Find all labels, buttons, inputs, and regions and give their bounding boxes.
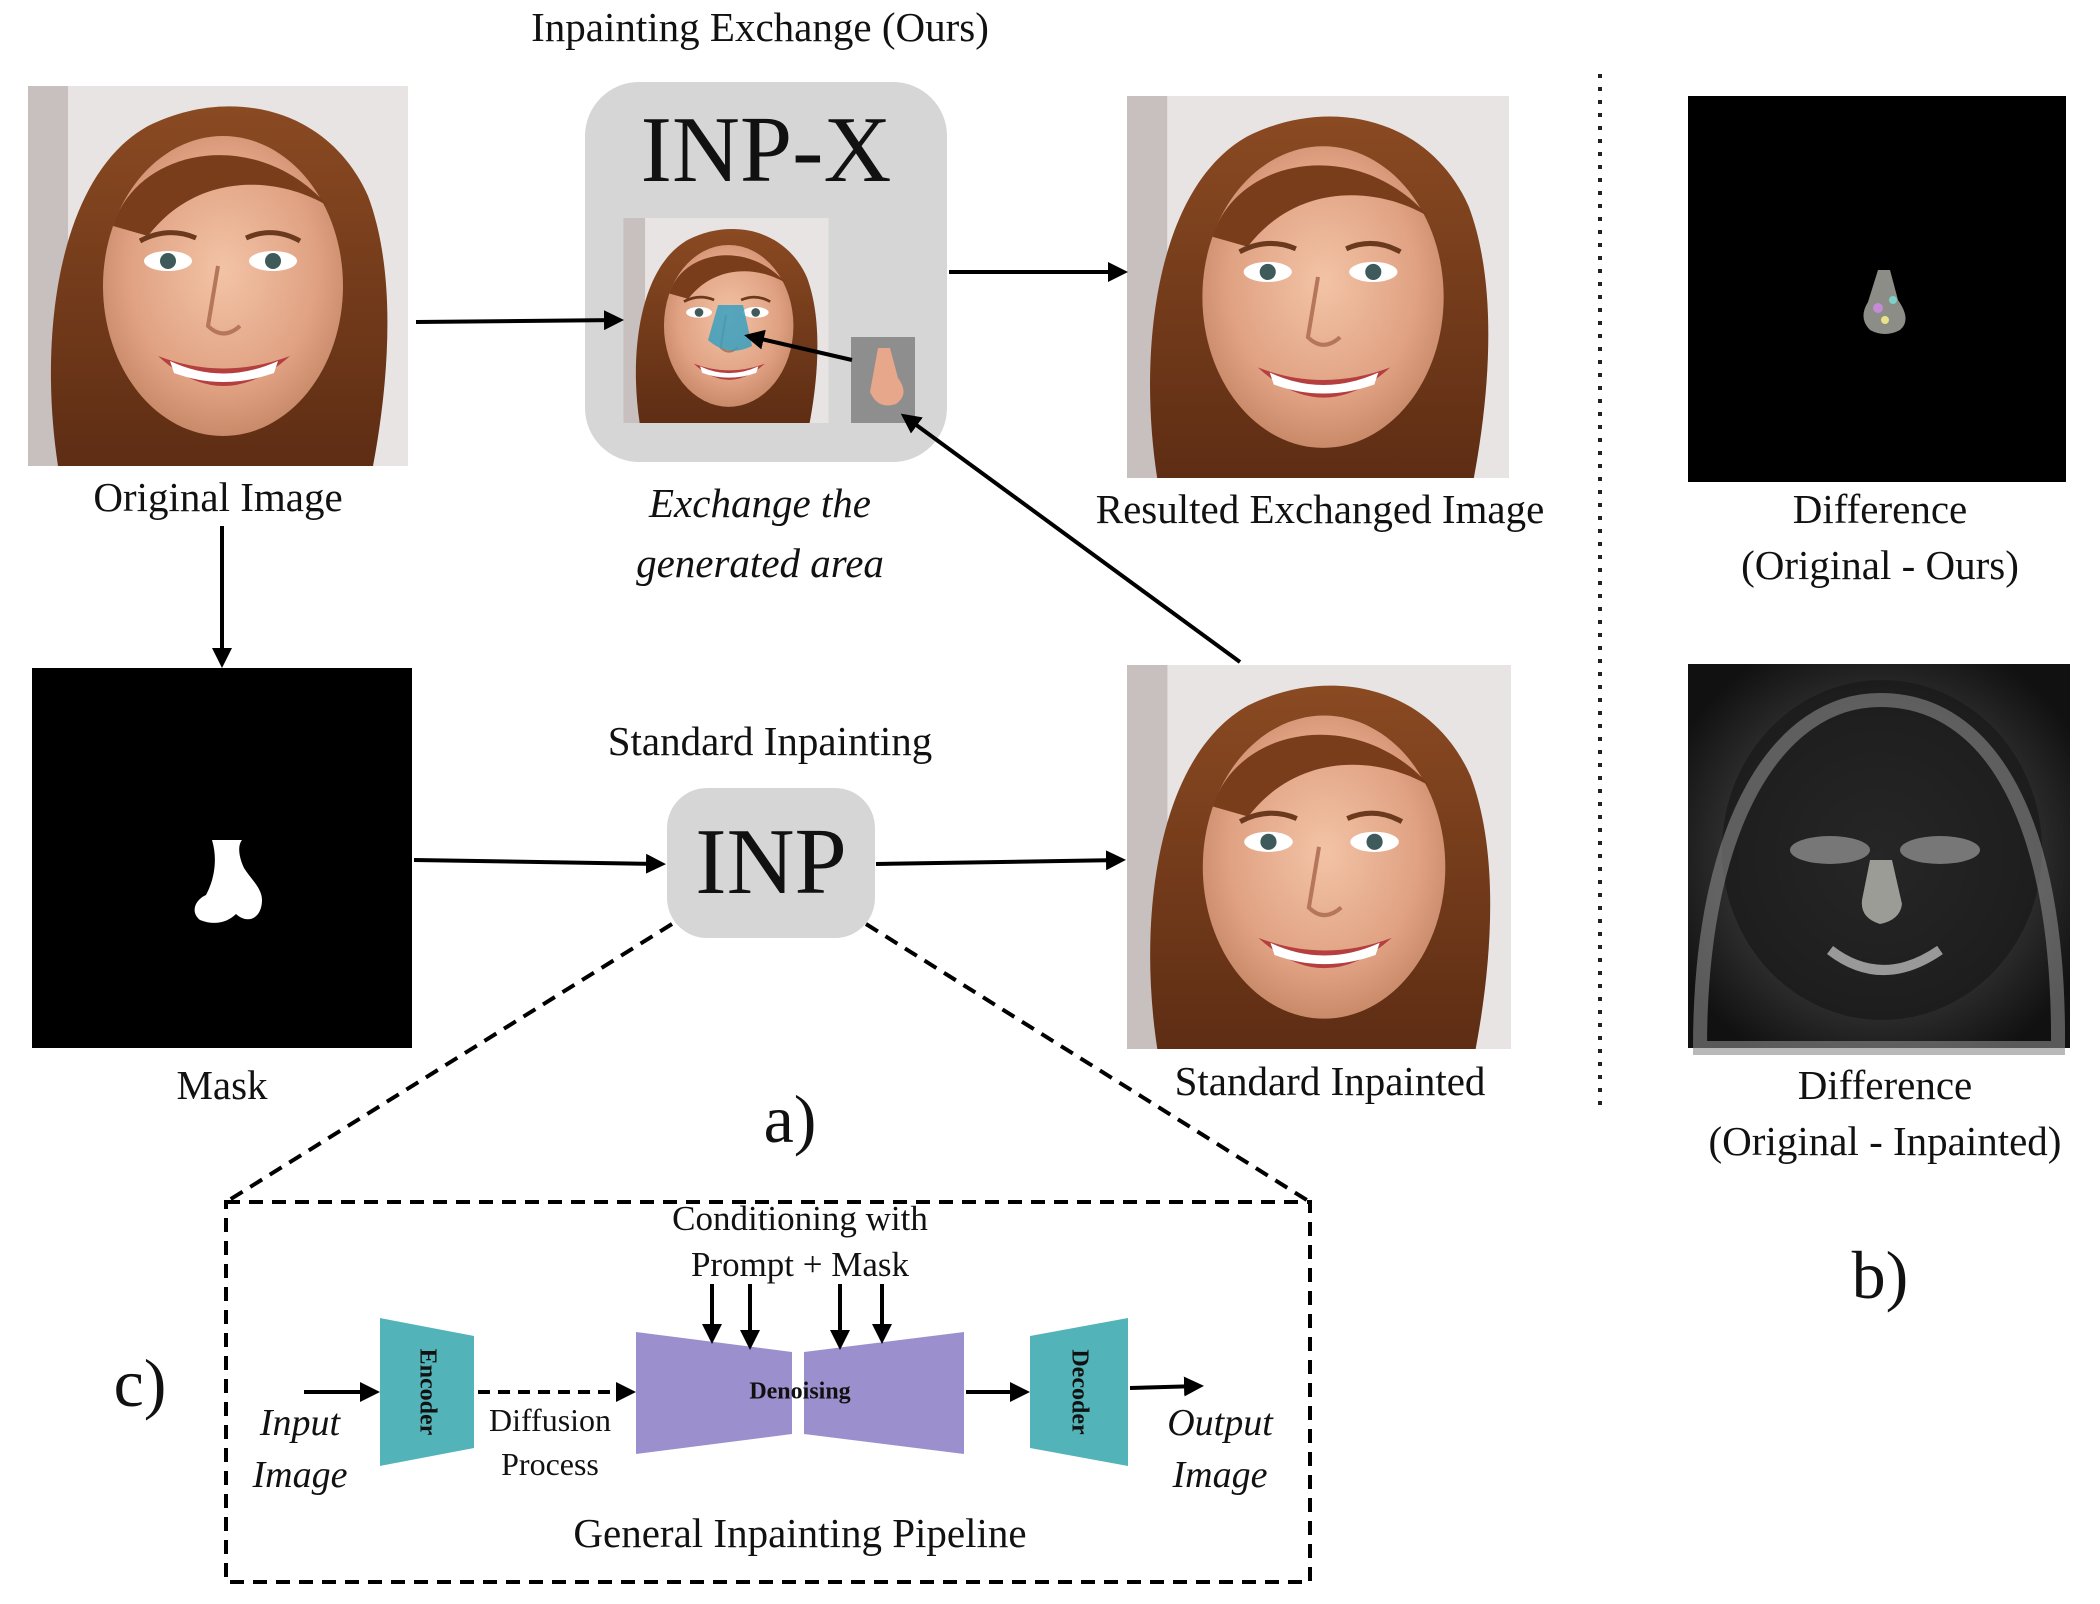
input-image-line2: Image (252, 1454, 348, 1496)
diffusion-line1: Diffusion (488, 1402, 612, 1438)
denoising-left (636, 1332, 792, 1454)
encoder-block (380, 1318, 474, 1466)
original-image-label: Original Image (93, 474, 343, 520)
zoom-line-right (864, 922, 1312, 1204)
standard-inpainted-label: Standard Inpainted (1174, 1058, 1486, 1104)
arrow-original-to-inpx (415, 310, 624, 331)
pipeline-title: General Inpainting Pipeline (573, 1510, 1027, 1556)
decoder-block (1030, 1318, 1128, 1466)
diff-ours-line2: (Original - Ours) (1741, 542, 2019, 588)
masked-nose-region (708, 305, 752, 351)
mask-label: Mask (176, 1062, 268, 1108)
output-image-line2: Image (1172, 1454, 1268, 1496)
exchange-caption-line1: Exchange the (649, 480, 871, 526)
arrow-patch-to-face (744, 329, 853, 362)
inp-block-label: INP (695, 810, 847, 914)
arrow-inp-to-inpainted (875, 850, 1126, 871)
panel-a-letter: a) (763, 1081, 817, 1157)
panel-b-letter: b) (1851, 1237, 1909, 1313)
pipeline-box (224, 1200, 1312, 1584)
inp-block-bg (667, 788, 875, 938)
original-image (28, 86, 408, 466)
inpx-block-label: INP-X (640, 98, 892, 202)
denoising-right (804, 1332, 964, 1454)
result-exchanged-image (1127, 96, 1509, 478)
exchange-caption-line2: generated area (636, 540, 884, 586)
zoom-line-left (224, 922, 674, 1204)
diff-inpainted-line1: Difference (1797, 1062, 1973, 1108)
diffusion-line2: Process (501, 1446, 599, 1482)
conditioning-line1: Conditioning with (672, 1199, 928, 1238)
encoder-label: Encoder (414, 1348, 441, 1436)
arrow-inpainted-to-inpx (900, 413, 1242, 664)
standard-inpainted-image (1127, 665, 1511, 1049)
arrow-decoder-output (1129, 1376, 1204, 1397)
diff-ours-line1: Difference (1792, 486, 1968, 532)
exchange-heading: Inpainting Exchange (Ours) (531, 4, 989, 50)
panel-c-letter: c) (113, 1345, 167, 1421)
diff-inpainted-line2: (Original - Inpainted) (1708, 1118, 2062, 1164)
result-image-label: Resulted Exchanged Image (1095, 486, 1545, 532)
output-image-line1: Output (1167, 1402, 1273, 1444)
conditioning-line2: Prompt + Mask (690, 1245, 910, 1284)
standard-heading: Standard Inpainting (607, 718, 933, 764)
denoising-label: Denoising (749, 1378, 851, 1405)
input-image-line1: Input (259, 1402, 341, 1444)
decoder-label: Decoder (1066, 1349, 1093, 1435)
arrow-mask-to-inp (413, 853, 666, 874)
